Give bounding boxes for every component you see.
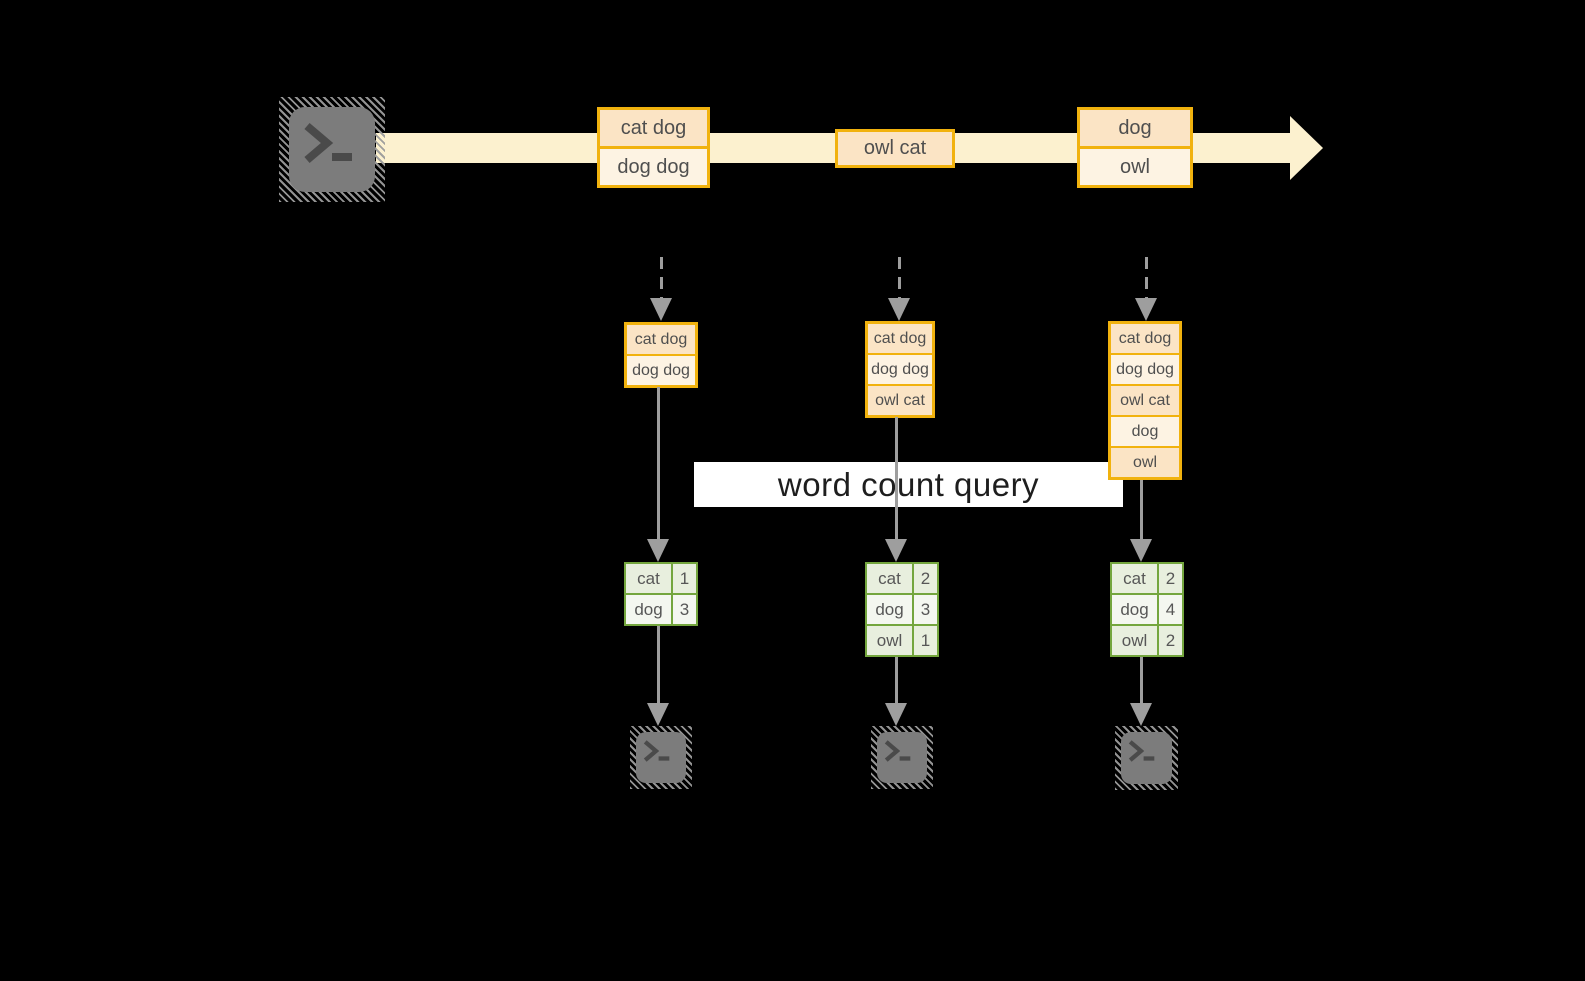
word-cell: dog — [626, 595, 673, 624]
stream-arrow-head-icon — [1290, 116, 1323, 180]
terminal-prompt-icon — [1128, 740, 1155, 762]
query-label-band: word count query — [694, 462, 1123, 507]
sink-arrow-line-2 — [895, 657, 898, 704]
ingest-arrow-head-1 — [650, 298, 672, 321]
terminal-prompt-icon — [643, 740, 670, 762]
sink-arrow-line-1 — [657, 626, 660, 704]
word-cell: owl — [1112, 626, 1159, 655]
sink-arrow-head-1 — [647, 703, 669, 726]
stream-record: owl cat — [838, 132, 952, 165]
ingest-arrow-line-1 — [660, 257, 663, 299]
count-table-3: cat 2 dog 4 owl 2 — [1110, 562, 1184, 657]
buffer-item: cat dog — [627, 325, 695, 354]
buffer-item: dog dog — [1111, 353, 1179, 384]
terminal-prompt-icon — [304, 122, 352, 164]
stream-record-group-2: owl cat — [835, 129, 955, 168]
count-table-2: cat 2 dog 3 owl 1 — [865, 562, 939, 657]
stream-record: dog dog — [600, 146, 707, 185]
sink-arrow-line-3 — [1140, 657, 1143, 704]
table-row: dog 3 — [626, 593, 696, 624]
count-cell: 3 — [920, 600, 931, 619]
count-cell: 2 — [1165, 631, 1176, 650]
table-row: cat 2 — [1112, 564, 1182, 593]
word-cell: cat — [867, 564, 914, 593]
count-cell: 3 — [679, 600, 690, 619]
buffer-item: dog — [1111, 415, 1179, 446]
sink-terminal-icon-3 — [1115, 726, 1178, 790]
query-arrow-head-1 — [647, 539, 669, 562]
word-cell: owl — [867, 626, 914, 655]
buffer-item: owl cat — [868, 384, 932, 415]
buffer-item: cat dog — [868, 324, 932, 353]
sink-arrow-head-3 — [1130, 703, 1152, 726]
terminal-body — [289, 107, 375, 192]
record-buffer-1: cat dog dog dog — [624, 322, 698, 388]
buffer-item: owl cat — [1111, 384, 1179, 415]
table-row: cat 1 — [626, 564, 696, 593]
query-arrow-line-3 — [1140, 480, 1143, 540]
query-arrow-head-2 — [885, 539, 907, 562]
buffer-item: dog dog — [627, 354, 695, 385]
word-cell: dog — [1112, 595, 1159, 624]
count-table-1: cat 1 dog 3 — [624, 562, 698, 626]
table-row: owl 2 — [1112, 624, 1182, 655]
count-cell: 1 — [679, 569, 690, 588]
source-terminal-icon — [279, 97, 385, 202]
count-cell: 2 — [920, 569, 931, 588]
buffer-item: cat dog — [1111, 324, 1179, 353]
buffer-item: dog dog — [868, 353, 932, 384]
table-row: dog 3 — [867, 593, 937, 624]
terminal-prompt-icon — [884, 740, 911, 762]
ingest-arrow-line-2 — [898, 257, 901, 299]
stream-record-group-1: cat dog dog dog — [597, 107, 710, 188]
query-label: word count query — [777, 465, 1040, 503]
ingest-arrow-head-3 — [1135, 298, 1157, 321]
sink-arrow-head-2 — [885, 703, 907, 726]
query-arrow-line-1 — [657, 387, 660, 540]
count-cell: 1 — [920, 631, 931, 650]
table-row: cat 2 — [867, 564, 937, 593]
stream-record-group-3: dog owl — [1077, 107, 1193, 188]
stream-record: cat dog — [600, 110, 707, 146]
record-buffer-3: cat dog dog dog owl cat dog owl — [1108, 321, 1182, 480]
count-cell: 2 — [1165, 569, 1176, 588]
count-cell: 4 — [1165, 600, 1176, 619]
record-buffer-2: cat dog dog dog owl cat — [865, 321, 935, 418]
word-cell: cat — [1112, 564, 1159, 593]
word-cell: dog — [867, 595, 914, 624]
table-row: owl 1 — [867, 624, 937, 655]
ingest-arrow-head-2 — [888, 298, 910, 321]
stream-record: dog — [1080, 110, 1190, 146]
sink-terminal-icon-1 — [630, 726, 692, 789]
sink-terminal-icon-2 — [871, 726, 933, 789]
query-arrow-head-3 — [1130, 539, 1152, 562]
buffer-item: owl — [1111, 446, 1179, 477]
word-cell: cat — [626, 564, 673, 593]
table-row: dog 4 — [1112, 593, 1182, 624]
query-arrow-line-2 — [895, 417, 898, 540]
stream-record: owl — [1080, 146, 1190, 185]
ingest-arrow-line-3 — [1145, 257, 1148, 299]
